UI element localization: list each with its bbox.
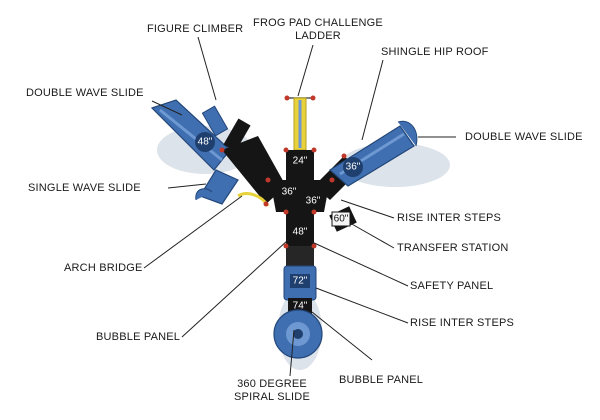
label-bubble-panel-left: BUBBLE PANEL — [96, 331, 181, 343]
label-transfer-station: TRANSFER STATION — [397, 242, 509, 254]
deck-height-center-hub: 36" — [282, 187, 297, 198]
deck-height-left-slide: 48" — [198, 137, 213, 148]
label-spiral-line2: SPIRAL SLIDE — [234, 391, 310, 403]
label-bubble-panel-bottom: BUBBLE PANEL — [339, 374, 424, 386]
label-double-wave-slide-right: DOUBLE WAVE SLIDE — [465, 131, 583, 143]
label-single-wave-slide: SINGLE WAVE SLIDE — [28, 182, 141, 194]
label-frog-pad-line2: LADDER — [295, 30, 341, 42]
deck-height-spiral-top: 74" — [293, 301, 308, 312]
label-rise-inter-steps-lower: RISE INTER STEPS — [410, 317, 515, 329]
deck-height-lower: 48" — [293, 227, 308, 238]
double-wave-slide-right: 36" — [329, 120, 418, 187]
label-shingle-hip-roof: SHINGLE HIP ROOF — [381, 46, 489, 58]
deck-height-right-slide: 36" — [346, 162, 361, 173]
label-double-wave-slide-left: DOUBLE WAVE SLIDE — [26, 87, 144, 99]
deck-structure: 24" 36" 36" 48" — [219, 136, 363, 266]
deck-height-bottom: 72" — [293, 276, 308, 287]
label-spiral-line1: 360 DEGREE — [237, 378, 307, 390]
label-frog-pad-ladder: FROG PAD CHALLENGE LADDER — [253, 17, 383, 43]
label-arch-bridge: ARCH BRIDGE — [64, 262, 143, 274]
deck-height-center-right: 36" — [306, 196, 321, 207]
label-frog-pad-line1: FROG PAD CHALLENGE — [253, 17, 383, 29]
deck-height-transfer: 60" — [334, 214, 349, 225]
label-rise-inter-steps-upper: RISE INTER STEPS — [397, 212, 502, 224]
frog-pad-ladder — [284, 95, 316, 151]
single-wave-slide — [195, 169, 239, 205]
label-figure-climber: FIGURE CLIMBER — [147, 23, 244, 35]
label-safety-panel: SAFETY PANEL — [410, 280, 494, 292]
transfer-station: 60" — [331, 211, 351, 227]
spiral-slide-assembly: 72" 74" — [273, 265, 323, 359]
leader-lines — [143, 36, 456, 377]
figure-climber — [201, 105, 251, 152]
deck-height-top: 24" — [293, 156, 308, 167]
label-spiral-slide: 360 DEGREE SPIRAL SLIDE — [222, 378, 322, 404]
